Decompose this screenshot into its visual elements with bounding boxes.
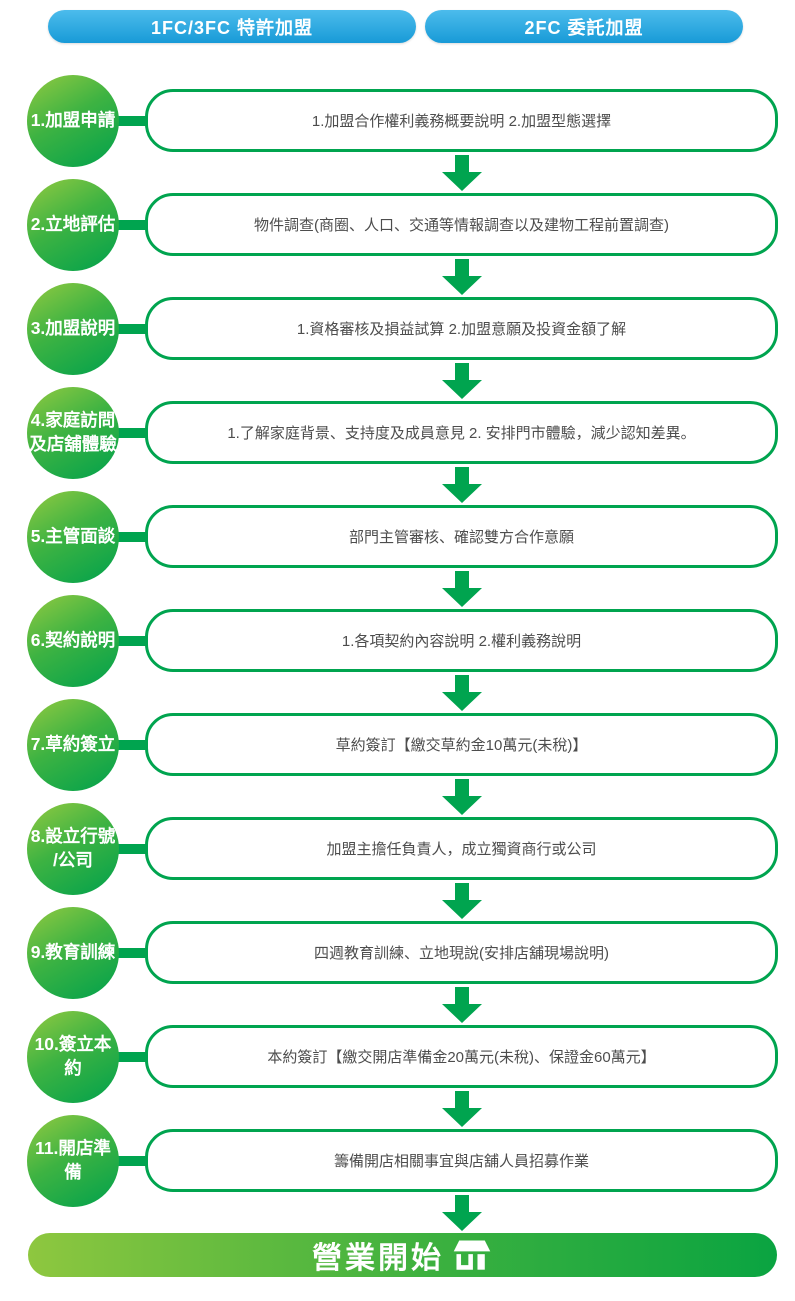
step-circle-label: 6.契約說明 xyxy=(30,629,116,650)
business-start-banner: 營業開始 xyxy=(28,1233,777,1277)
step-description: 物件調查(商圈、人口、交通等情報調查以及建物工程前置調查) xyxy=(254,217,669,234)
step-circle: 10.簽立本 約 xyxy=(27,1010,119,1103)
step-box: 加盟主擔任負責人，成立獨資商行或公司 xyxy=(145,817,778,880)
step-circle: 11.開店準 備 xyxy=(27,1114,119,1207)
down-arrow-icon xyxy=(145,984,778,1025)
storefront-icon xyxy=(451,1237,493,1273)
banner-label: 營業開始 xyxy=(312,1242,444,1275)
step-circle: 1.加盟申請 xyxy=(27,74,119,167)
step-row-7: 7.草約簽立 草約簽訂【繳交草約金10萬元(未稅)】 xyxy=(0,698,778,791)
down-arrow-icon xyxy=(145,360,778,401)
step-row-11: 11.開店準 備 籌備開店相關事宜與店舖人員招募作業 xyxy=(0,1114,778,1207)
step-row-8: 8.設立行號 /公司 加盟主擔任負責人，成立獨資商行或公司 xyxy=(0,802,778,895)
circle-box-connector xyxy=(100,323,148,334)
down-arrow-icon xyxy=(145,256,778,297)
step-description: 部門主管審核、確認雙方合作意願 xyxy=(348,529,574,546)
tab-label: 1FC/3FC 特許加盟 xyxy=(150,17,313,38)
step-circle: 9.教育訓練 xyxy=(27,906,119,999)
step-row-5: 5.主管面談 部門主管審核、確認雙方合作意願 xyxy=(0,490,778,583)
circle-box-connector xyxy=(100,219,148,230)
step-circle: 5.主管面談 xyxy=(27,490,119,583)
step-circle-label: 10.簽立本 約 xyxy=(34,1033,112,1078)
down-arrow-icon xyxy=(145,464,778,505)
step-box: 四週教育訓練、立地現說(安排店舖現場說明) xyxy=(145,921,778,984)
down-arrow-icon xyxy=(145,672,778,713)
step-circle: 3.加盟說明 xyxy=(27,282,119,375)
step-circle-label: 7.草約簽立 xyxy=(30,733,116,754)
tab-label: 2FC 委託加盟 xyxy=(524,17,644,38)
step-description: 加盟主擔任負責人，成立獨資商行或公司 xyxy=(326,841,597,858)
circle-box-connector xyxy=(100,739,148,750)
step-box: 部門主管審核、確認雙方合作意願 xyxy=(145,505,778,568)
tab-1fc-3fc[interactable]: 1FC/3FC 特許加盟 xyxy=(48,10,416,43)
down-arrow-icon xyxy=(145,776,778,817)
step-circle: 4.家庭訪問 及店舖體驗 xyxy=(27,386,119,479)
down-arrow-icon xyxy=(145,1192,778,1233)
process-flow: 1.加盟申請 1.加盟合作權利義務概要說明 2.加盟型態選擇 2.立地評估 物件… xyxy=(0,74,795,1277)
step-box: 1.了解家庭背景、支持度及成員意見 2. 安排門市體驗，減少認知差異。 xyxy=(145,401,778,464)
step-circle: 6.契約說明 xyxy=(27,594,119,687)
down-arrow-icon xyxy=(145,880,778,921)
step-box: 本約簽訂【繳交開店準備金20萬元(未稅)、保證金60萬元】 xyxy=(145,1025,778,1088)
step-description: 草約簽訂【繳交草約金10萬元(未稅)】 xyxy=(335,737,588,754)
step-row-3: 3.加盟說明 1.資格審核及損益試算 2.加盟意願及投資金額了解 xyxy=(0,282,778,375)
step-circle-label: 1.加盟申請 xyxy=(30,109,116,130)
step-circle-label: 4.家庭訪問 及店舖體驗 xyxy=(29,409,117,454)
step-box: 1.加盟合作權利義務概要說明 2.加盟型態選擇 xyxy=(145,89,778,152)
down-arrow-icon xyxy=(145,152,778,193)
step-box: 1.各項契約內容說明 2.權利義務說明 xyxy=(145,609,778,672)
down-arrow-icon xyxy=(145,1088,778,1129)
step-row-10: 10.簽立本 約 本約簽訂【繳交開店準備金20萬元(未稅)、保證金60萬元】 xyxy=(0,1010,778,1103)
step-description: 籌備開店相關事宜與店舖人員招募作業 xyxy=(333,1153,589,1170)
step-circle-label: 2.立地評估 xyxy=(30,213,116,234)
step-row-4: 4.家庭訪問 及店舖體驗 1.了解家庭背景、支持度及成員意見 2. 安排門市體驗… xyxy=(0,386,778,479)
step-circle-label: 9.教育訓練 xyxy=(30,941,116,962)
franchise-type-tabs: 1FC/3FC 特許加盟 2FC 委託加盟 xyxy=(0,0,795,43)
circle-box-connector xyxy=(100,843,148,854)
step-row-9: 9.教育訓練 四週教育訓練、立地現說(安排店舖現場說明) xyxy=(0,906,778,999)
step-description: 本約簽訂【繳交開店準備金20萬元(未稅)、保證金60萬元】 xyxy=(267,1049,656,1066)
step-description: 1.了解家庭背景、支持度及成員意見 2. 安排門市體驗，減少認知差異。 xyxy=(227,425,696,442)
step-description: 1.資格審核及損益試算 2.加盟意願及投資金額了解 xyxy=(296,321,627,338)
step-box: 籌備開店相關事宜與店舖人員招募作業 xyxy=(145,1129,778,1192)
step-description: 四週教育訓練、立地現說(安排店舖現場說明) xyxy=(314,945,609,962)
circle-box-connector xyxy=(100,635,148,646)
circle-box-connector xyxy=(100,427,148,438)
tab-2fc[interactable]: 2FC 委託加盟 xyxy=(425,10,743,43)
step-circle: 8.設立行號 /公司 xyxy=(27,802,119,895)
down-arrow-icon xyxy=(145,568,778,609)
circle-box-connector xyxy=(100,1051,148,1062)
step-row-2: 2.立地評估 物件調查(商圈、人口、交通等情報調查以及建物工程前置調查) xyxy=(0,178,778,271)
step-row-6: 6.契約說明 1.各項契約內容說明 2.權利義務說明 xyxy=(0,594,778,687)
step-box: 草約簽訂【繳交草約金10萬元(未稅)】 xyxy=(145,713,778,776)
step-circle-label: 3.加盟說明 xyxy=(30,317,116,338)
step-row-1: 1.加盟申請 1.加盟合作權利義務概要說明 2.加盟型態選擇 xyxy=(0,74,778,167)
step-circle: 2.立地評估 xyxy=(27,178,119,271)
step-circle-label: 5.主管面談 xyxy=(30,525,116,546)
step-circle-label: 8.設立行號 /公司 xyxy=(30,825,116,870)
circle-box-connector xyxy=(100,1155,148,1166)
step-circle-label: 11.開店準 備 xyxy=(35,1137,111,1182)
step-description: 1.加盟合作權利義務概要說明 2.加盟型態選擇 xyxy=(311,113,612,130)
circle-box-connector xyxy=(100,947,148,958)
step-box: 1.資格審核及損益試算 2.加盟意願及投資金額了解 xyxy=(145,297,778,360)
step-box: 物件調查(商圈、人口、交通等情報調查以及建物工程前置調查) xyxy=(145,193,778,256)
step-circle: 7.草約簽立 xyxy=(27,698,119,791)
circle-box-connector xyxy=(100,115,148,126)
step-description: 1.各項契約內容說明 2.權利義務說明 xyxy=(341,633,582,650)
circle-box-connector xyxy=(100,531,148,542)
